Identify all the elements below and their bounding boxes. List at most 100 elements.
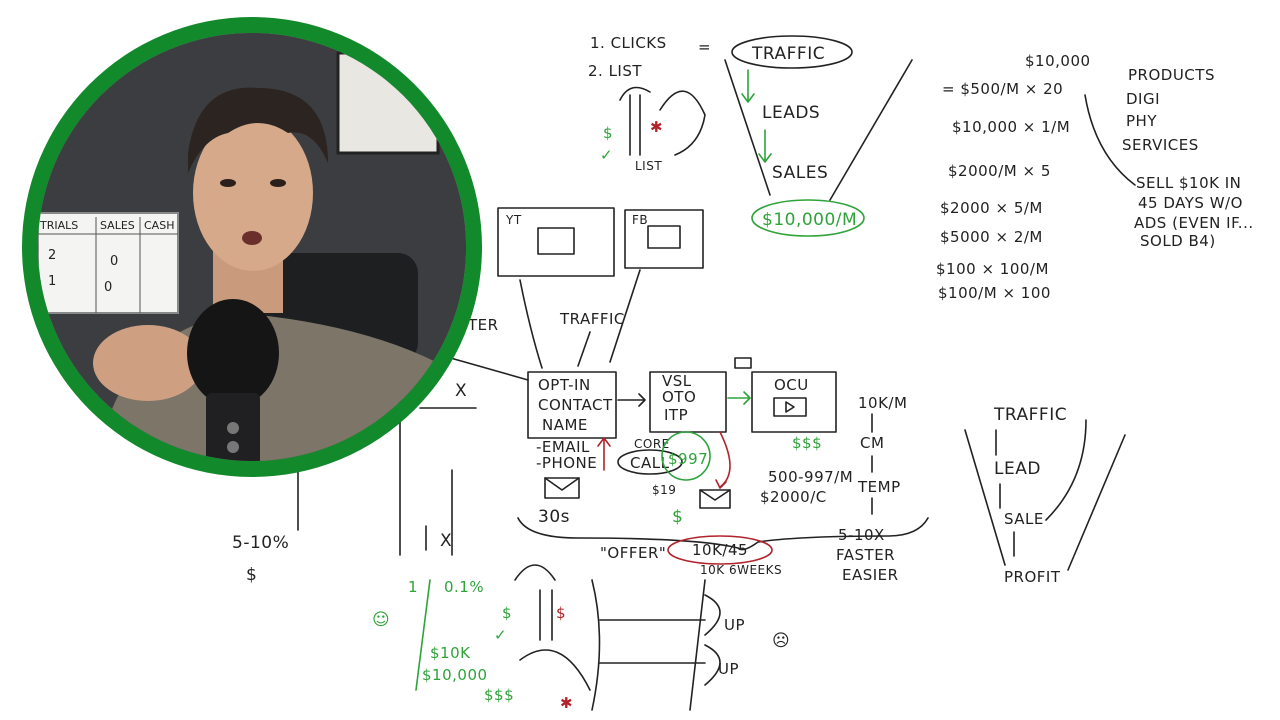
sad-face: ☹ bbox=[772, 631, 790, 651]
label-19: $19 bbox=[652, 483, 676, 497]
label-offer-goal: 10K/45 bbox=[692, 541, 748, 559]
label-dollar-left: $ bbox=[246, 565, 257, 585]
label-10km: 10K/M bbox=[858, 394, 907, 412]
green-arrow-ocu bbox=[727, 391, 751, 405]
label-sales: SALES bbox=[772, 163, 828, 183]
label-list: 2. LIST bbox=[588, 62, 642, 80]
products-1: DIGI bbox=[1126, 90, 1160, 108]
green-one: 1 bbox=[408, 578, 418, 596]
bottom-list bbox=[514, 564, 556, 641]
red-up-arrow bbox=[597, 437, 611, 471]
vsl-1: OTO bbox=[662, 388, 696, 406]
funnel2-3: PROFIT bbox=[1004, 568, 1061, 586]
green-arrow-2 bbox=[758, 129, 772, 163]
green-dollar-mid: $ bbox=[672, 507, 683, 527]
red-mark: ✱ bbox=[650, 118, 663, 136]
hair bbox=[188, 87, 328, 173]
optin-1: CONTACT bbox=[538, 396, 613, 414]
math-row-0: = $500/M × 20 bbox=[942, 80, 1063, 98]
math-header: $10,000 bbox=[1025, 52, 1091, 70]
envelope-flap bbox=[544, 477, 580, 491]
note-2: ADS (EVEN IF... bbox=[1134, 214, 1254, 232]
loop-stroke bbox=[659, 90, 706, 156]
play-icon bbox=[785, 401, 795, 413]
label-ter: TER bbox=[467, 316, 499, 334]
hand bbox=[93, 325, 203, 401]
faster-1: FASTER bbox=[836, 546, 895, 564]
label-temp: TEMP bbox=[857, 478, 901, 496]
label-ddd: $$$ bbox=[792, 434, 822, 452]
label-days: 30s bbox=[538, 507, 570, 527]
bottom-dollar-r: $ bbox=[556, 604, 566, 622]
label-997: $997 bbox=[668, 450, 708, 468]
green-line-bottom bbox=[415, 579, 431, 691]
fb-box bbox=[624, 209, 704, 269]
fb-thumb bbox=[647, 225, 681, 249]
label-x-1: X bbox=[455, 381, 467, 401]
math-row-3: $2000 × 5/M bbox=[940, 199, 1043, 217]
small-whiteboard bbox=[38, 212, 179, 314]
label-up-2: UP bbox=[718, 660, 739, 678]
envelope-icon-2 bbox=[699, 489, 731, 509]
label-up-1: UP bbox=[724, 616, 745, 634]
small-box bbox=[734, 357, 752, 369]
label-core: CORE bbox=[634, 437, 670, 451]
call-oval bbox=[617, 449, 683, 475]
label-x-2: X bbox=[440, 531, 452, 551]
left-lines bbox=[399, 399, 477, 556]
bottom-curve bbox=[591, 579, 601, 711]
funnel2-arrows bbox=[995, 429, 1015, 557]
top-funnel-section: 1. CLICKS 2. LIST = LIST ✱ $ ✓ TRAFFIC L… bbox=[588, 34, 913, 237]
note-0: SELL $10K IN bbox=[1136, 174, 1241, 192]
bottom-lines bbox=[599, 579, 706, 711]
green-check-bottom: ✓ bbox=[494, 626, 507, 644]
wb-header-0: TRIALS bbox=[39, 219, 78, 232]
label-offer-sub: 10K 6WEEKS bbox=[700, 563, 782, 577]
products-0: PRODUCTS bbox=[1128, 66, 1215, 84]
envelope-flap-2 bbox=[699, 489, 731, 501]
products-3: SERVICES bbox=[1122, 136, 1199, 154]
funnel2-walls bbox=[964, 429, 1126, 571]
green-check-top: ✓ bbox=[600, 146, 613, 164]
green-arrow-1 bbox=[741, 69, 755, 103]
wb-val-3: 0 bbox=[104, 280, 112, 295]
label-yt: YT bbox=[505, 213, 522, 227]
label-goal: $10,000/M bbox=[762, 210, 857, 230]
label-traffic: TRAFFIC bbox=[751, 44, 825, 64]
label-equals: = bbox=[698, 38, 711, 56]
label-ddd-b: $$$ bbox=[484, 686, 514, 704]
label-range: 500-997/M bbox=[768, 468, 853, 486]
offer-oval bbox=[667, 535, 773, 565]
math-section: $10,000 = $500/M × 20 $10,000 × 1/M $200… bbox=[936, 52, 1254, 302]
funnel2-0: TRAFFIC bbox=[993, 405, 1067, 425]
label-range2: $2000/C bbox=[760, 488, 827, 506]
ocu-video bbox=[773, 397, 807, 417]
math-row-5: $100 × 100/M bbox=[936, 260, 1049, 278]
label-fb: FB bbox=[632, 213, 648, 227]
green-circle bbox=[661, 431, 711, 481]
funnel2-loop bbox=[1045, 419, 1087, 521]
left-lines-2 bbox=[297, 469, 453, 556]
faster-2: EASIER bbox=[842, 566, 899, 584]
label-pct-bottom: 0.1% bbox=[444, 578, 484, 596]
yt-box bbox=[497, 207, 615, 277]
webcam-scene: TRIALS SALES CASH 2 1 0 0 bbox=[38, 33, 466, 461]
optin-0: OPT-IN bbox=[538, 376, 591, 394]
wb-header-2: CASH bbox=[144, 219, 174, 232]
webcam-overlay: TRIALS SALES CASH 2 1 0 0 bbox=[22, 17, 482, 477]
yt-thumb bbox=[537, 227, 575, 255]
email-1: -PHONE bbox=[536, 454, 597, 472]
vsl-2: ITP bbox=[664, 406, 688, 424]
traffic-oval bbox=[731, 35, 853, 69]
right-column-section: 10K/M CM TEMP 5-10X FASTER EASIER TRAFFI… bbox=[836, 394, 1126, 586]
goal-oval bbox=[751, 199, 865, 237]
arrow-to-vsl bbox=[617, 393, 646, 407]
label-list-small: LIST bbox=[635, 159, 662, 173]
products-2: PHY bbox=[1126, 112, 1157, 130]
label-10k-b: $10K bbox=[430, 644, 471, 662]
smile-face: ☺ bbox=[372, 610, 390, 630]
label-10000-b: $10,000 bbox=[422, 666, 488, 684]
label-traffic-mid: TRAFFIC bbox=[559, 310, 625, 328]
traffic-arrows bbox=[519, 269, 641, 369]
